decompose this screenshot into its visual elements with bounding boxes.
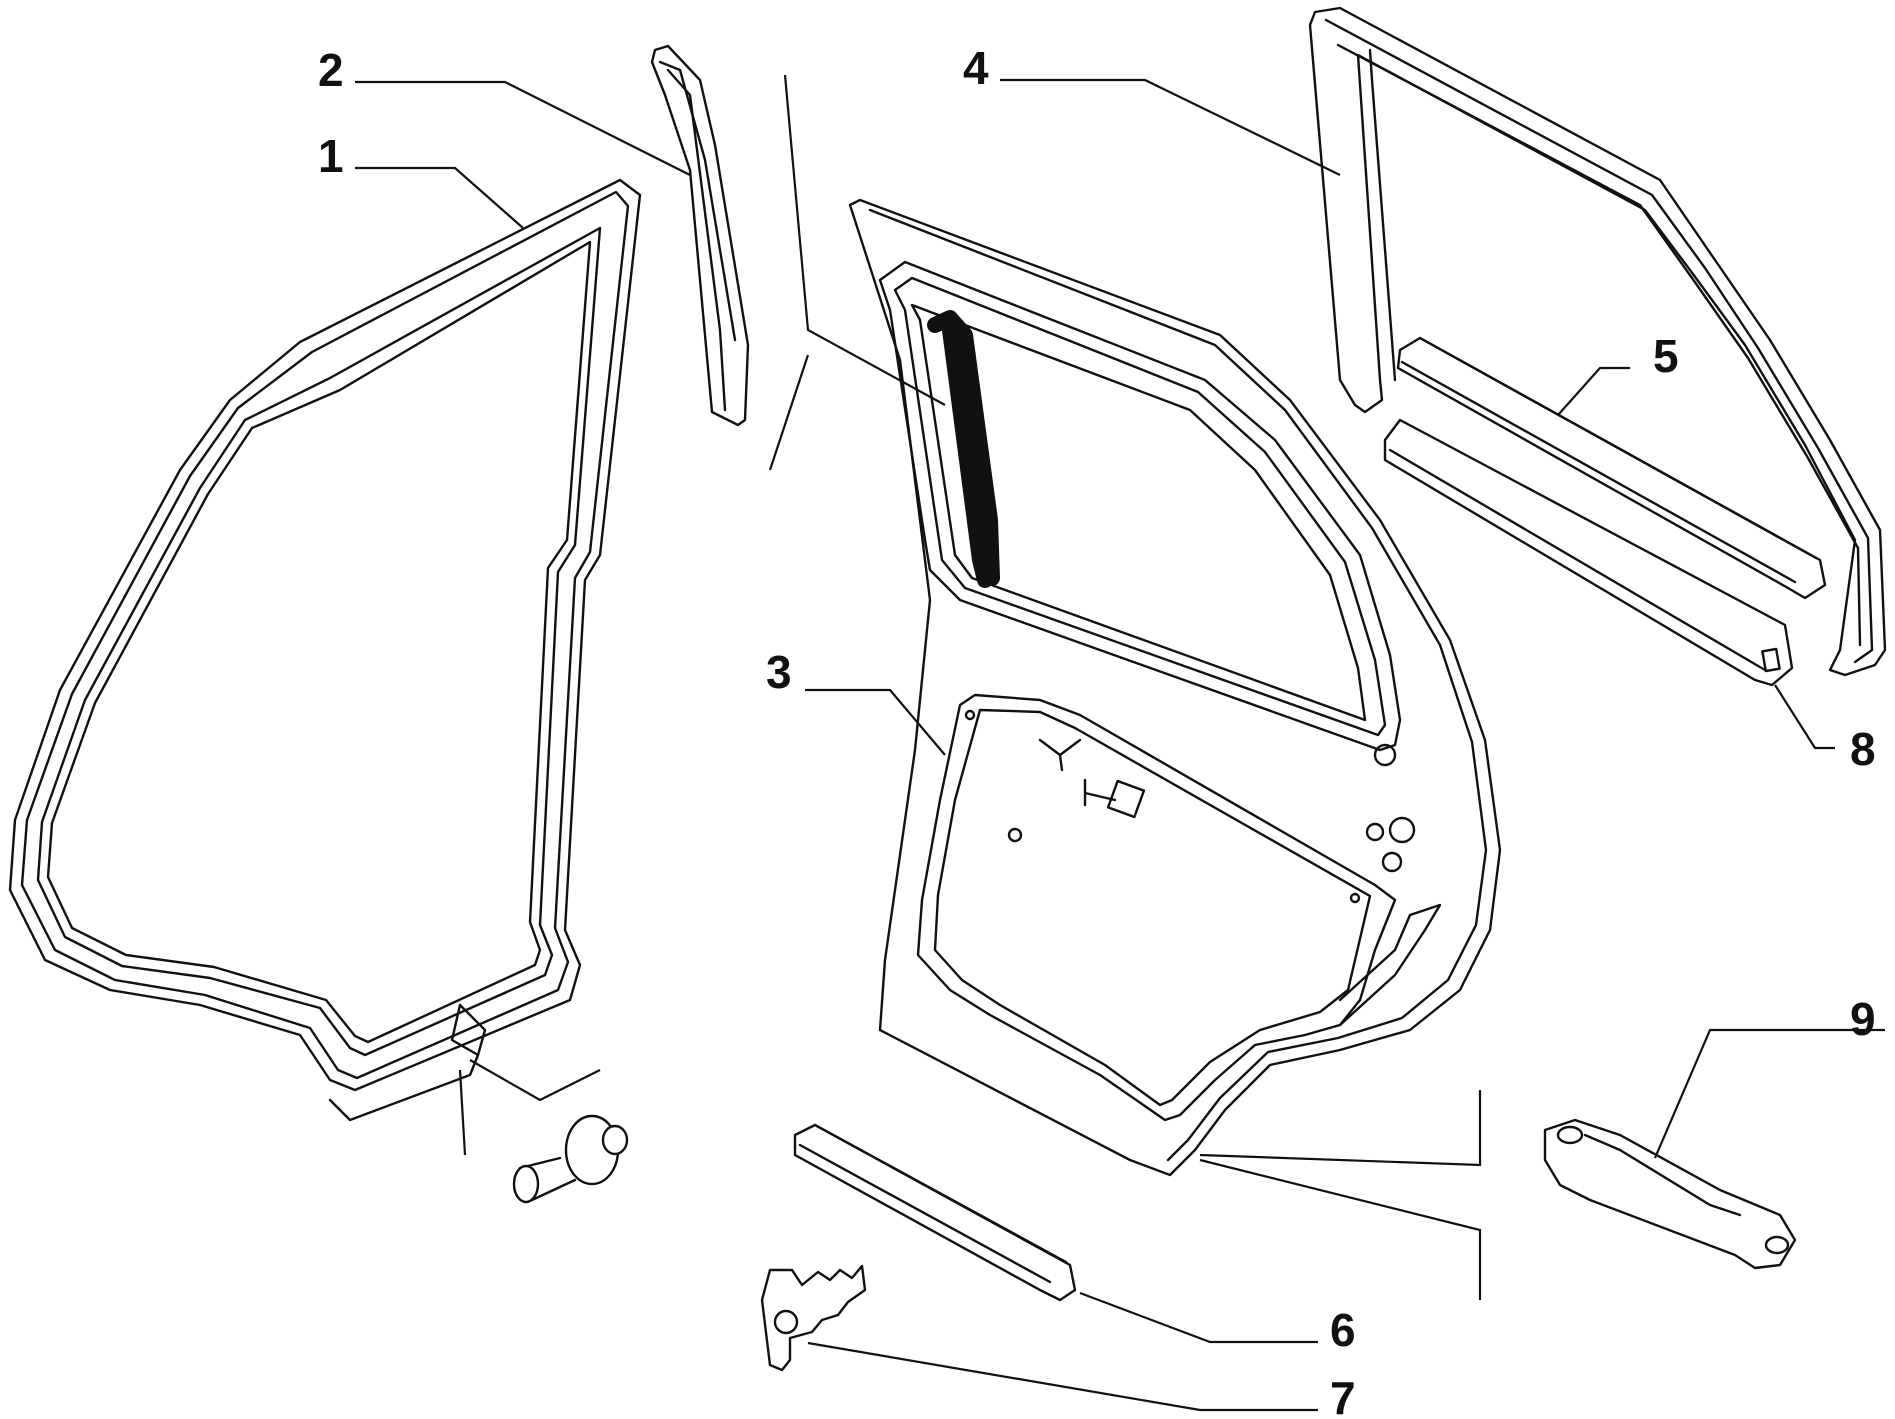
callout-3: 3 bbox=[766, 646, 792, 698]
part-4-window-channel-seal bbox=[1308, 6, 1887, 677]
stud-pin bbox=[512, 1114, 629, 1204]
leader-7 bbox=[807, 1341, 1318, 1412]
leader-2 bbox=[355, 80, 691, 176]
callout-4: 4 bbox=[963, 42, 989, 94]
callout-8: 8 bbox=[1850, 723, 1876, 775]
callout-1: 1 bbox=[318, 130, 344, 182]
callout-9: 9 bbox=[1850, 993, 1876, 1045]
part-3-door-shell bbox=[848, 198, 1502, 1177]
leader-4 bbox=[1000, 78, 1341, 176]
part-2-pillar-seal bbox=[650, 44, 750, 427]
callout-6: 6 bbox=[1330, 1304, 1356, 1356]
leader-6 bbox=[1079, 1291, 1318, 1344]
part-6-sill-seal bbox=[793, 1123, 1077, 1302]
part-9-check-strap bbox=[1543, 1118, 1797, 1270]
pointer-line-door-seal bbox=[783, 74, 946, 406]
part-7-push-clip bbox=[760, 1264, 867, 1372]
leader-1 bbox=[355, 166, 524, 229]
leader-5 bbox=[1557, 366, 1630, 416]
part-5-outer-belt-strip bbox=[1396, 336, 1827, 600]
part-black-channel-seal bbox=[927, 310, 1000, 588]
leader-door-bottom bbox=[1199, 1090, 1482, 1300]
leader-stud bbox=[458, 1059, 601, 1156]
leader-9 bbox=[1653, 1028, 1885, 1159]
leader-3 bbox=[805, 688, 946, 756]
part-8-inner-belt-strip bbox=[1383, 418, 1794, 687]
pointer-line-door-seal-lower bbox=[768, 354, 810, 471]
callout-2: 2 bbox=[318, 44, 344, 96]
callout-5: 5 bbox=[1653, 330, 1679, 382]
leader-8 bbox=[1774, 684, 1835, 750]
callout-7: 7 bbox=[1330, 1372, 1356, 1419]
part-1-door-frame-seal bbox=[8, 178, 642, 1122]
